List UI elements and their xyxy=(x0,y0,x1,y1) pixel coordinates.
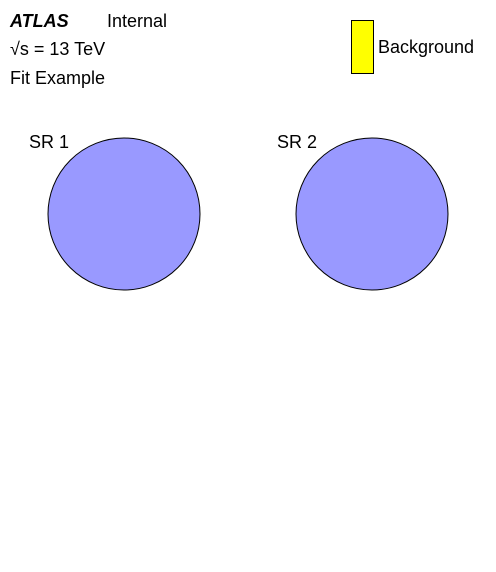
pie-slice-background xyxy=(47,137,201,291)
pie-slice-background xyxy=(295,137,449,291)
energy-value: = 13 TeV xyxy=(28,39,106,59)
pie-label-1: SR 1 xyxy=(29,132,70,152)
experiment-label: ATLAS xyxy=(10,11,69,31)
pie-label-2: SR 2 xyxy=(277,132,318,152)
sqrt-symbol: √ xyxy=(10,39,20,59)
pie-1 xyxy=(47,137,201,291)
subtitle-label: Fit Example xyxy=(10,68,106,88)
energy-variable: s xyxy=(19,39,29,59)
legend-swatch-background xyxy=(351,20,374,74)
pie-2 xyxy=(295,137,449,291)
energy-label: √s = 13 TeV xyxy=(10,40,105,58)
legend-label-background: Background xyxy=(378,37,475,57)
status-label: Internal xyxy=(107,11,168,31)
pies-layer xyxy=(47,137,449,291)
